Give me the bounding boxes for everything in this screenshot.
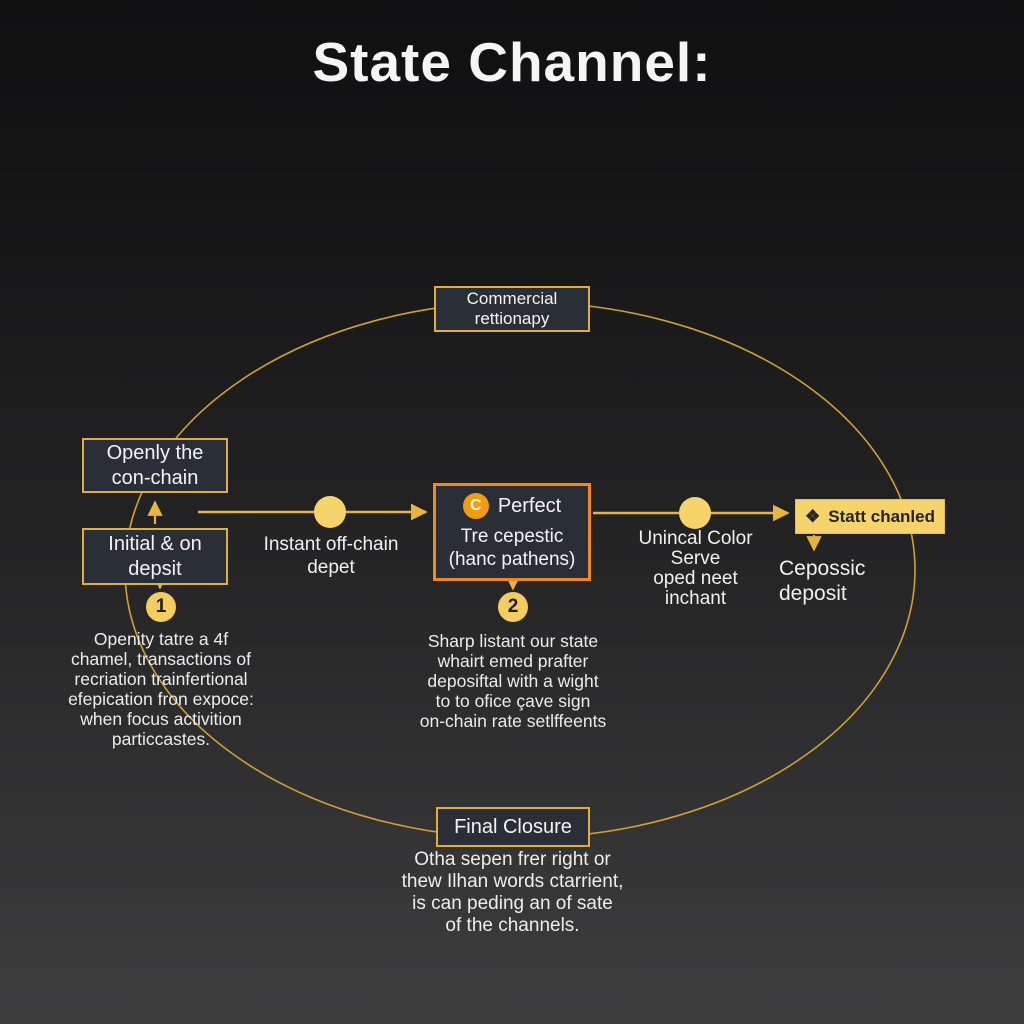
- node-perfect: C Perfect Tre cepestic (hanc pathens): [433, 483, 591, 581]
- final-closure-description: Otha sepen frer right or thew Ilhan word…: [401, 849, 624, 936]
- perfect-subtitle: Tre cepestic (hanc pathens): [448, 526, 576, 570]
- c-badge-icon: C: [462, 493, 489, 519]
- edge-label-unincal-color: Unincal Color Serve oped neet inchant: [638, 528, 753, 609]
- node-statt-chanled: ❖ Statt chanled: [795, 499, 945, 534]
- node-commercial-rettionapy: Commercial rettionapy: [434, 286, 590, 332]
- page-title: State Channel:: [312, 31, 712, 93]
- step-2-badge: 2: [498, 592, 528, 622]
- edge-label-cepossic-deposit: Cepossic deposit: [779, 557, 866, 605]
- edge-dot-right: [679, 497, 711, 529]
- node-final-closure: Final Closure: [436, 807, 590, 847]
- statt-chanled-label: Statt chanled: [828, 506, 935, 526]
- step-1-badge: 1: [146, 592, 176, 622]
- step-2-description: Sharp listant our state whairt emed praf…: [419, 631, 607, 731]
- perfect-title: Perfect: [497, 494, 562, 517]
- node-openly-the-con-chain: Openly the con-chain: [82, 438, 228, 493]
- perfect-header: C Perfect: [462, 493, 562, 519]
- step-1-description: Openity tatre a 4f chamel, transactions …: [68, 629, 254, 749]
- node-initial-on-depsit: Initial & on depsit: [82, 528, 228, 585]
- edge-dot-left: [314, 496, 346, 528]
- edge-label-instant-off-chain: Instant off-chain depet: [263, 534, 399, 578]
- clover-icon: ❖: [805, 506, 821, 526]
